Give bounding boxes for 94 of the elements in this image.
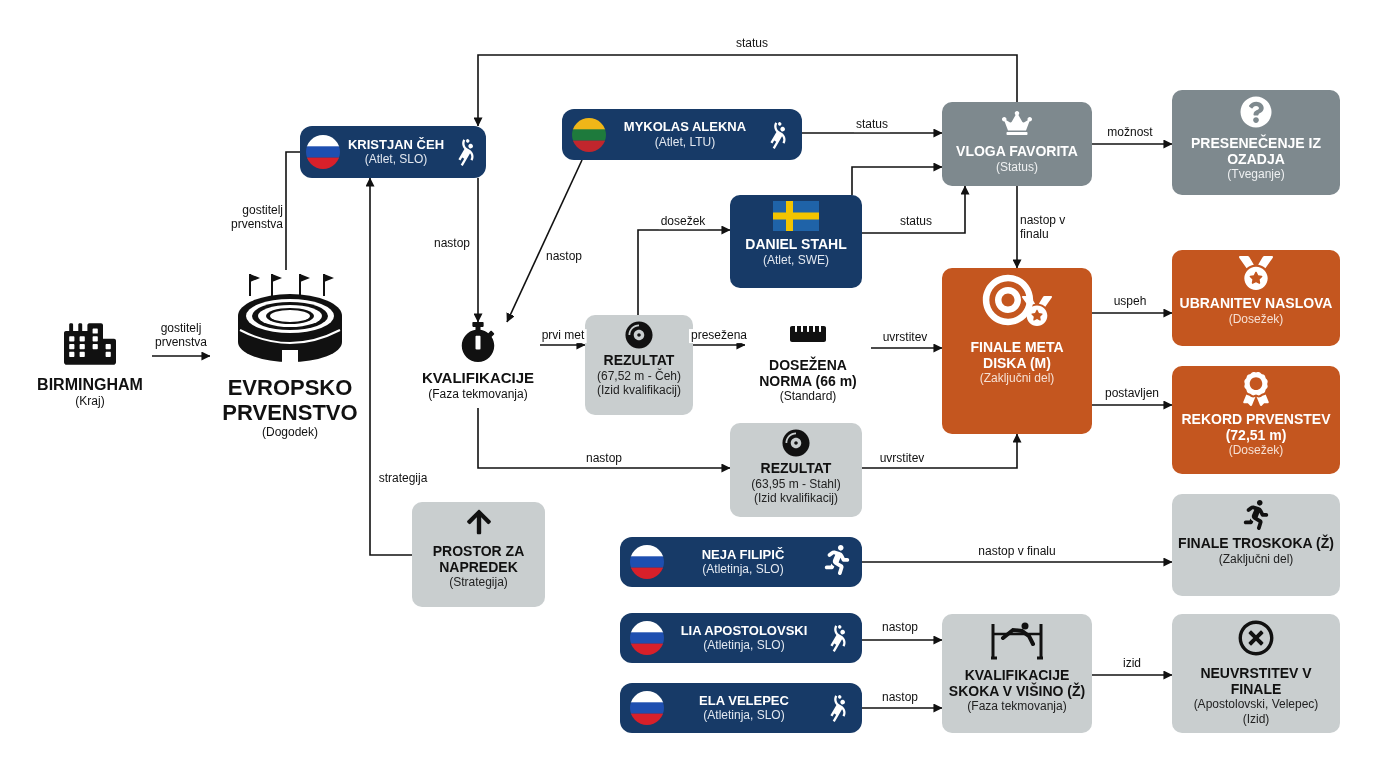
node-subtitle: (Atletinja, SLO) [703, 638, 785, 653]
edge-label: strategija [376, 472, 430, 486]
athlete-card [620, 613, 862, 663]
arrow [365, 177, 413, 556]
node-subtitle: (Dosežek) [1228, 443, 1284, 458]
connector-line [285, 151, 301, 271]
node-title: REKORD PRVENSTEV (72,51 m) [1180, 412, 1332, 444]
node-title: BIRMINGHAM [37, 376, 143, 394]
arrow [861, 185, 970, 234]
highlight-card [1172, 250, 1340, 346]
edge-label: nastop [584, 452, 624, 466]
arrow [1091, 400, 1173, 410]
node-subtitle: (Atlet, SLO) [364, 152, 428, 167]
arrow [1091, 139, 1173, 149]
node-title: FINALE TROSKOKA (Ž) [1178, 536, 1334, 552]
node-subtitle: (67,52 m - Čeh) [597, 368, 681, 384]
node-title: EVROPSKO PRVENSTVO [221, 376, 359, 426]
athlete-card [300, 126, 486, 178]
athlete-card [620, 683, 862, 733]
node-title: REZULTAT [603, 353, 675, 368]
node-subtitle: (Zaključni del) [1218, 551, 1294, 567]
arrow [1012, 185, 1022, 269]
edge-label: nastop [544, 250, 584, 264]
node-title: NEJA FILIPIČ [701, 547, 785, 563]
info-card [1172, 494, 1340, 596]
node-subtitle: (Atlet, LTU) [654, 134, 716, 149]
node-title: NEUVRSTITEV V FINALE [1199, 666, 1313, 698]
athlete-card [562, 109, 802, 160]
node-title: KVALIFIKACIJE SKOKA V VIŠINO (Ž) [948, 668, 1086, 700]
arrow [1091, 308, 1173, 318]
edge-label: nastop [432, 237, 472, 251]
edge-label: nastop [880, 621, 920, 635]
arrow [861, 557, 1173, 567]
node-subtitle: (Status) [996, 159, 1038, 175]
node-subtitle: (Atletinja, SLO) [702, 562, 784, 577]
arrow [861, 433, 1022, 469]
info-card [1172, 614, 1340, 733]
node-subtitle: (Standard) [779, 389, 837, 404]
status-card [942, 102, 1092, 186]
node-title: MYKOLAS ALEKNA [623, 120, 747, 135]
node-title: LIA APOSTOLOVSKI [680, 623, 808, 639]
node-title: KRISTJAN ČEH [347, 137, 445, 153]
node-subtitle: (Tveganje) [1227, 167, 1285, 182]
athlete-card [730, 195, 862, 288]
edge-label: uspeh [1111, 295, 1149, 309]
node-subtitle: (Atlet, SWE) [763, 252, 829, 268]
arrow [473, 54, 1018, 127]
edge-label: prvi met [539, 329, 587, 343]
info-card [730, 423, 862, 517]
node-title: UBRANITEV NASLOVA [1179, 296, 1333, 312]
arrow [1091, 670, 1173, 680]
node-title: REZULTAT [760, 461, 832, 477]
node-subtitle: (63,95 m - Stahl) [751, 476, 841, 492]
highlight-card [1172, 366, 1340, 474]
arrow [870, 343, 943, 353]
status-card [1172, 90, 1340, 195]
arrow [473, 177, 483, 323]
info-card [585, 315, 693, 415]
node-title: FINALE META DISKA (M) [969, 340, 1065, 372]
node-title: PROSTOR ZA NAPREDEK [431, 544, 526, 576]
arrow [861, 635, 943, 645]
arrow [861, 703, 943, 713]
node-title: DANIEL STAHL [745, 237, 847, 253]
arrow [801, 128, 943, 138]
node-title: ELA VELEPEC [699, 693, 789, 709]
athlete-card [620, 537, 862, 587]
arrow [851, 162, 943, 196]
node-subtitle: (Strategija) [449, 575, 508, 590]
edge-label: nastop [880, 691, 920, 705]
node-subtitle: (Faza tekmovanja) [428, 386, 528, 402]
edge-label: presežena [689, 329, 749, 343]
info-card [412, 502, 545, 607]
node-subtitle: (Dogodek) [262, 425, 318, 440]
node-subtitle: (Apostolovski, Velepec) [1193, 697, 1319, 712]
node-subtitle: (Zaključni del) [979, 371, 1055, 386]
node-subtitle: (Izid) [1242, 711, 1270, 727]
node-title: VLOGA FAVORITA [956, 144, 1078, 160]
arrow [506, 159, 583, 323]
node-title: PRESENEČENJE IZ OZADJA [1190, 136, 1322, 168]
node-title: KVALIFIKACIJE [421, 370, 535, 387]
node-subtitle: (Kraj) [75, 393, 105, 409]
edge-label: nastop v finalu [976, 545, 1058, 559]
node-subtitle: (Faza tekmovanja) [967, 699, 1067, 714]
arrow [477, 407, 731, 473]
node-subtitle: (Atletinja, SLO) [703, 708, 785, 723]
node-subtitle: (Dosežek) [1228, 311, 1284, 327]
arrow [637, 225, 731, 316]
arrow [151, 351, 211, 361]
node-title: DOSEŽENA NORMA (66 m) [758, 358, 858, 390]
node-subtitle: (Izid kvalifikacij) [597, 383, 681, 398]
node-subtitle: (Izid kvalifikacij) [754, 491, 838, 506]
highlight-card [942, 268, 1092, 434]
info-card [942, 614, 1092, 733]
edge-label: postavljen [1103, 387, 1161, 401]
